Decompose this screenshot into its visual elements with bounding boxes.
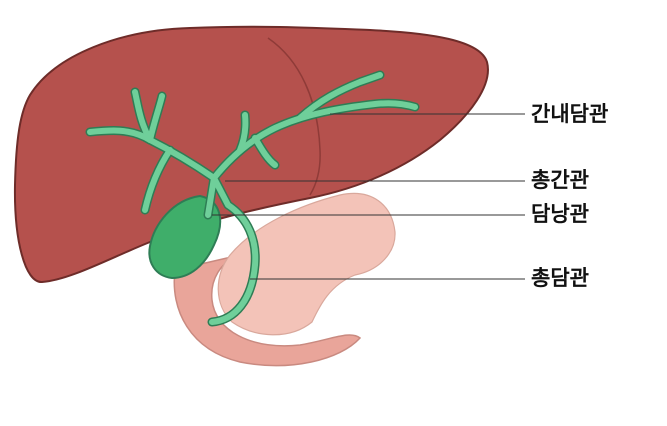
pancreas-duodenum [173,192,396,367]
leader-lines [212,113,525,280]
liver-lobe-line [267,37,321,196]
pancreas-shape [217,192,396,336]
bile-duct-tree [85,70,420,327]
duodenum-shape [173,254,362,367]
label-common-bile-duct: 총담관 [531,266,589,290]
label-common-hepatic-duct: 총간관 [531,168,589,192]
label-intrahepatic-bile-ducts: 간내담관 [531,102,609,126]
label-cystic-duct: 담낭관 [531,202,589,226]
gallbladder-shape [148,194,222,280]
